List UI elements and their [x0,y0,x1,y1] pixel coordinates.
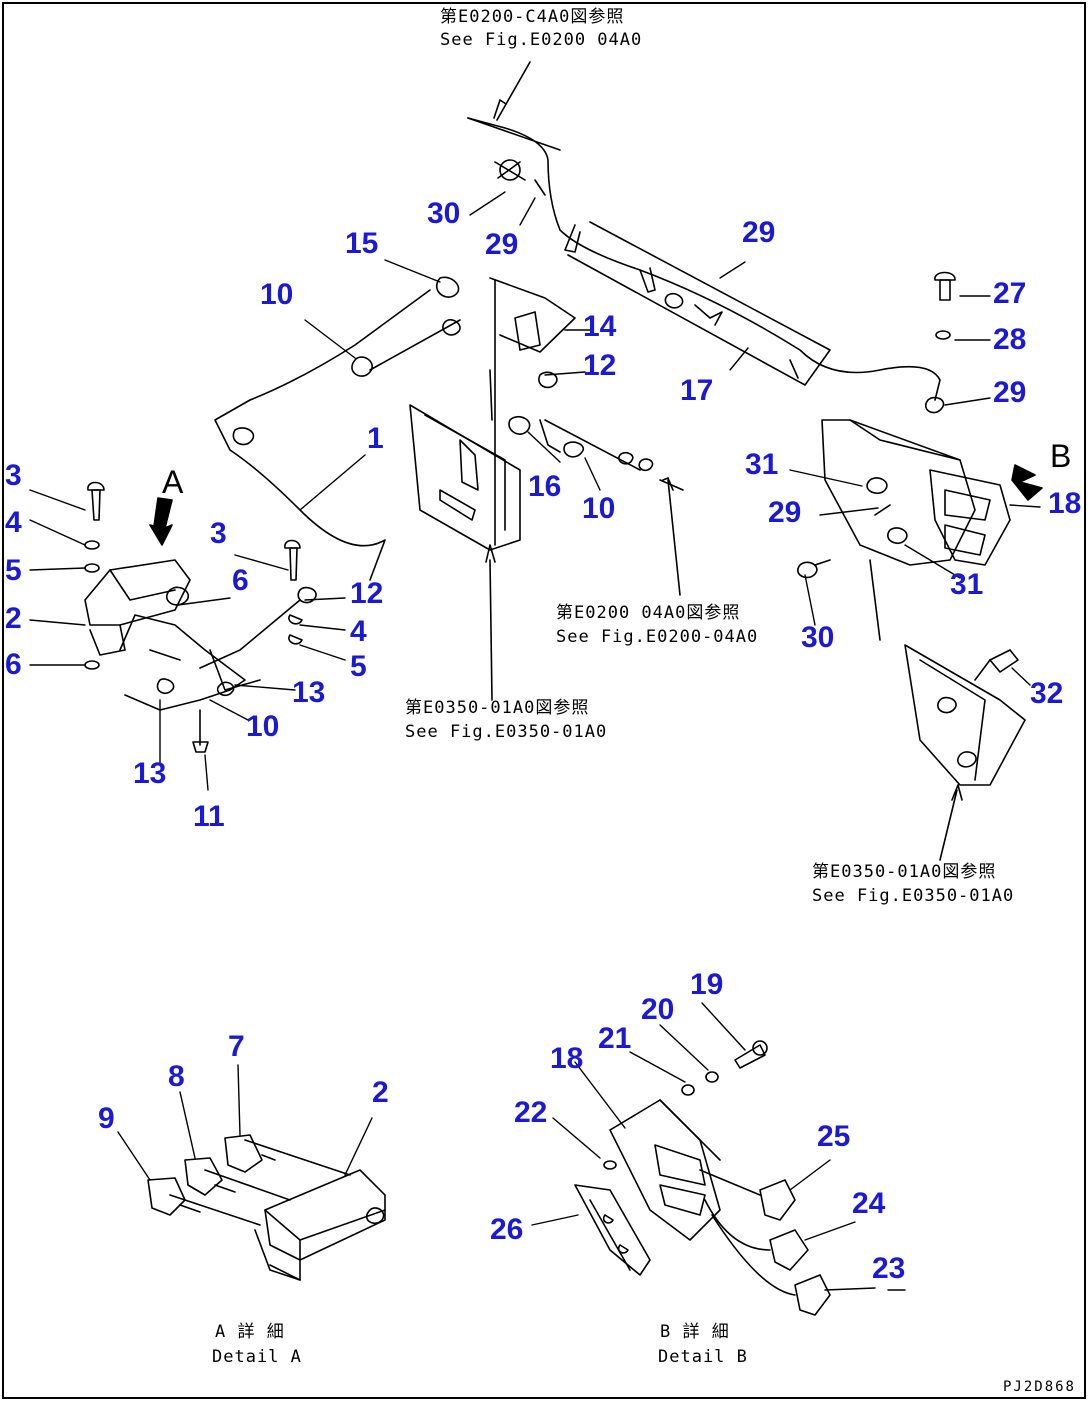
view-label-b: B [1050,438,1072,474]
callout-2: 2 [372,1076,389,1109]
callout-10: 10 [246,710,280,743]
note-mid-center-en: See Fig.E0350-01A0 [405,722,608,742]
callout-25: 25 [817,1120,851,1153]
center-bracket [409,276,684,701]
callout-31: 31 [745,448,779,481]
detail-b-title-en: Detail B [658,1347,748,1367]
callout-26: 26 [490,1213,524,1246]
callout-31: 31 [950,568,984,601]
note-top-en: See Fig.E0200 04A0 [440,30,643,50]
note-mid-center-jp: 第E0350-01A0図参照 [405,698,590,718]
callout-13: 13 [292,676,326,709]
callout-6: 6 [5,648,22,681]
callout-5: 5 [5,554,22,587]
callout-14: 14 [583,310,617,343]
callout-3: 3 [5,459,22,492]
note-mid-right-en: See Fig.E0200-04A0 [556,627,759,647]
left-harness [199,289,461,669]
callout-19: 19 [690,968,724,1001]
callout-23: 23 [872,1252,906,1285]
view-arrow-a [149,497,173,546]
detail-a-drawing [147,1134,386,1281]
callout-4: 4 [350,615,367,648]
callout-4: 4 [5,506,22,539]
callout-3: 3 [210,517,227,550]
detail-a-title-jp: A 詳 細 [215,1322,285,1342]
callout-2: 2 [5,602,22,635]
upper-harness [467,61,941,401]
leader-lines [29,191,1041,1291]
callout-20: 20 [641,993,675,1026]
callout-27: 27 [993,277,1027,310]
left-bracket [84,481,301,753]
callout-30: 30 [801,621,835,654]
right-lower-bracket [904,644,1026,861]
callout-29: 29 [993,376,1027,409]
callout-29: 29 [768,496,802,529]
drawing-code: PJ2D868 [1002,1379,1076,1395]
note-mid-right-jp: 第E0200 04A0図参照 [556,603,741,623]
right-lamp-bracket [797,271,1043,641]
callout-12: 12 [350,577,384,610]
callout-7: 7 [228,1030,245,1063]
callout-11: 11 [193,800,225,833]
callout-8: 8 [168,1060,185,1093]
callout-18: 18 [550,1042,584,1075]
callout-29: 29 [485,228,519,261]
callout-32: 32 [1030,677,1064,710]
callout-16: 16 [528,470,562,503]
detail-b-title-jp: B 詳 細 [660,1322,730,1342]
callout-21: 21 [598,1022,632,1055]
view-label-a: A [162,464,184,500]
callout-18: 18 [1048,487,1082,520]
callout-6: 6 [232,564,249,597]
note-right-jp: 第E0350-01A0図参照 [812,862,997,882]
callout-17: 17 [680,374,714,407]
callout-12: 12 [583,349,617,382]
note-right-en: See Fig.E0350-01A0 [812,886,1015,906]
callout-9: 9 [98,1102,115,1135]
callout-13: 13 [133,757,167,790]
callout-28: 28 [993,323,1027,356]
callout-15: 15 [345,227,379,260]
callout-24: 24 [852,1187,886,1220]
note-top-jp: 第E0200-C4A0図参照 [440,7,625,27]
callout-10: 10 [582,492,616,525]
callout-29: 29 [742,216,776,249]
callout-22: 22 [514,1096,548,1129]
callout-30: 30 [427,197,461,230]
callout-1: 1 [367,422,384,455]
detail-a-title-en: Detail A [212,1347,302,1367]
callout-5: 5 [350,650,367,683]
callout-10: 10 [260,278,294,311]
detail-b-drawing [574,1040,831,1316]
